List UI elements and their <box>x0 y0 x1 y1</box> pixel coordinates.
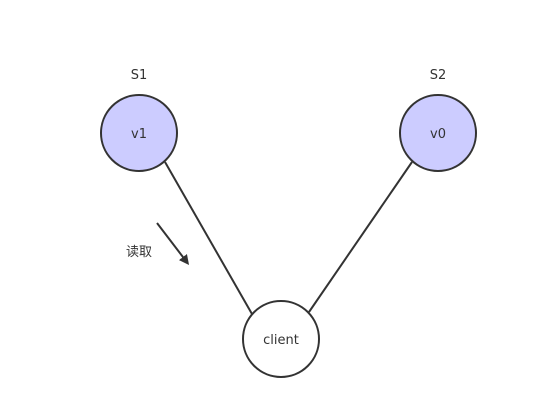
edge-s1-client <box>164 161 253 315</box>
client-label: client <box>263 333 299 348</box>
s1-node <box>100 94 178 172</box>
s2-node <box>399 94 477 172</box>
edge-s2-client <box>308 161 413 313</box>
s2-value: v0 <box>430 127 446 142</box>
s1-label: S1 <box>131 68 148 83</box>
client-node <box>242 300 320 378</box>
s2-label: S2 <box>430 68 447 83</box>
s1-value: v1 <box>131 127 147 142</box>
read-arrow-label: 读取 <box>126 245 152 260</box>
read-arrow <box>156 222 190 265</box>
